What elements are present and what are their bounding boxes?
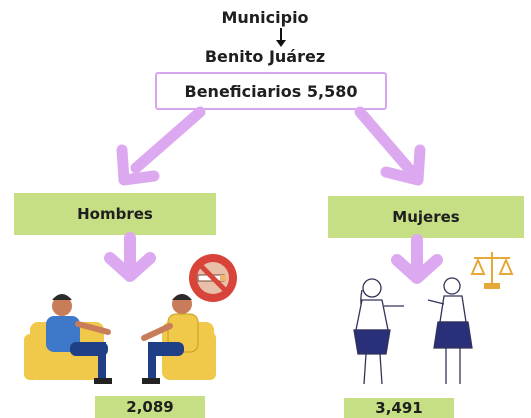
municipio-label: Municipio [221,8,309,27]
arrow-down-hombres [104,232,156,282]
arrow-to-mujeres [354,106,426,186]
women-talking-icon [353,277,473,385]
no-smoking-icon [189,254,237,302]
scales-of-justice-icon [470,252,514,289]
municipio-down-arrow [276,28,286,47]
arrow-to-hombres [116,106,206,186]
mujeres-count: 3,491 [344,398,454,418]
counseling-men-icon [24,294,216,384]
hombres-banner: Hombres [14,193,216,235]
mujeres-banner: Mujeres [328,196,524,238]
hombres-count: 2,089 [95,396,205,418]
municipio-name: Benito Juárez [204,47,326,66]
beneficiarios-box: Beneficiarios 5,580 [155,72,387,110]
arrow-down-mujeres [391,234,443,284]
